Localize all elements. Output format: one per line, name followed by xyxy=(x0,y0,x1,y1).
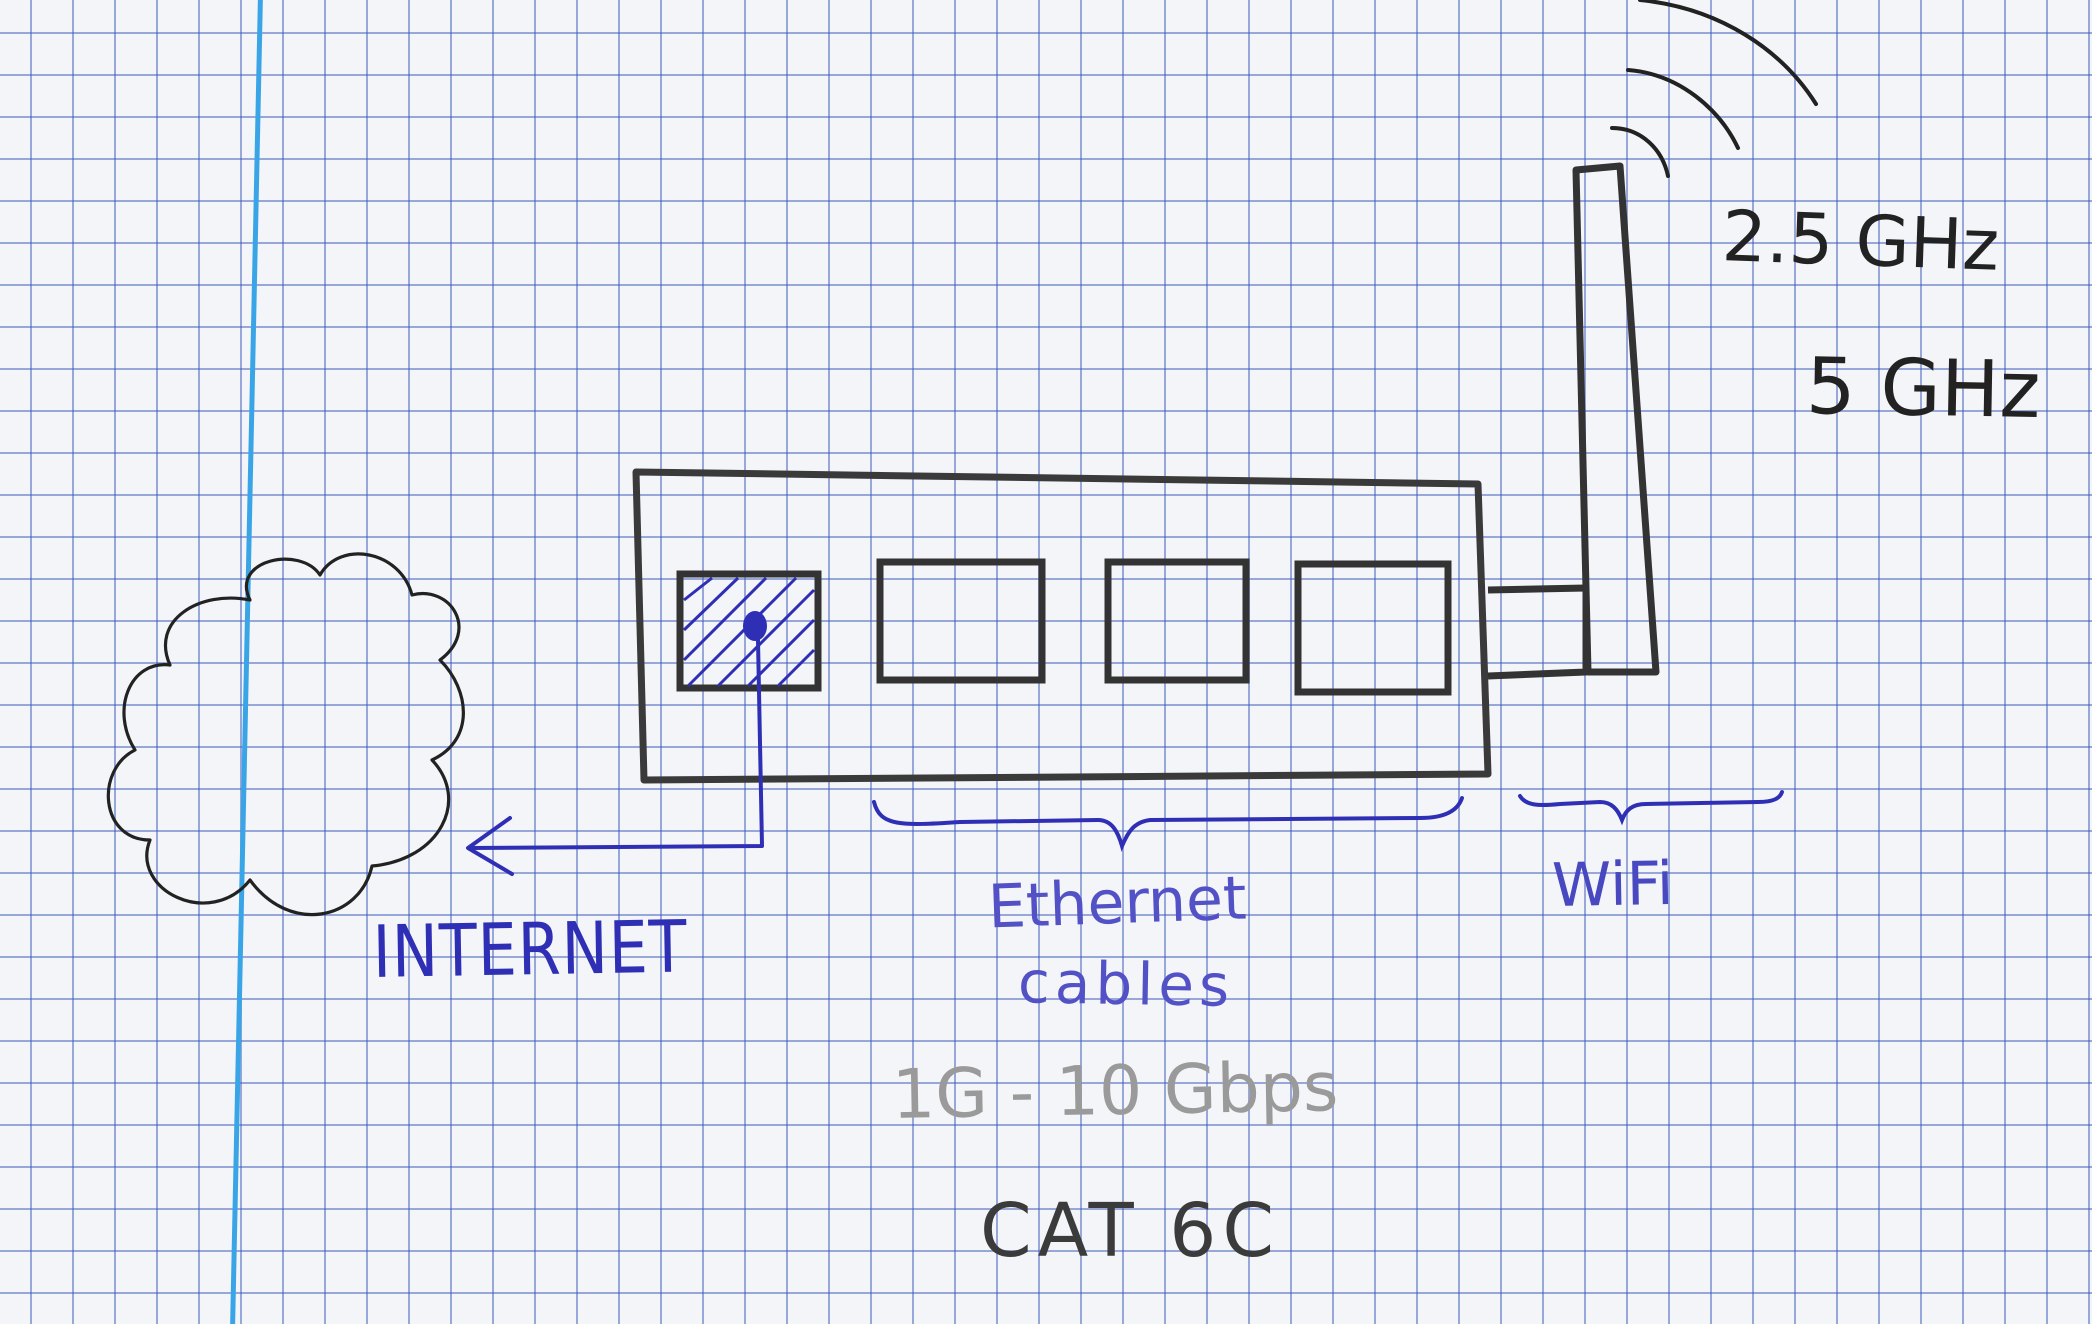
port-plug xyxy=(743,611,767,641)
router-body xyxy=(632,468,1492,784)
cloud-icon xyxy=(106,552,465,917)
wifi-label: WiFi xyxy=(1551,848,1675,922)
lan-port-2 xyxy=(1104,558,1250,684)
antenna xyxy=(1487,162,1660,680)
internet-label: INTERNET xyxy=(372,904,689,994)
lan-port-1 xyxy=(876,558,1046,684)
wan-port xyxy=(676,570,822,692)
ethernet-label: Ethernet xyxy=(986,863,1248,943)
wifi-signal-icon xyxy=(1610,0,1818,178)
cable-type-label: CAT 6C xyxy=(980,1188,1281,1274)
arrow-head-icon xyxy=(466,816,514,876)
wifi-brace xyxy=(1518,790,1784,826)
speed-label: 1G - 10 Gbps xyxy=(891,1048,1339,1135)
lan-port-3 xyxy=(1294,560,1452,696)
cables-label: cables xyxy=(1017,948,1235,1020)
internet-cable xyxy=(466,638,764,876)
ethernet-brace xyxy=(872,796,1464,852)
frequency-5-label: 5 GHz xyxy=(1805,341,2042,437)
frequency-24-label: 2.5 GHz xyxy=(1720,195,2001,287)
